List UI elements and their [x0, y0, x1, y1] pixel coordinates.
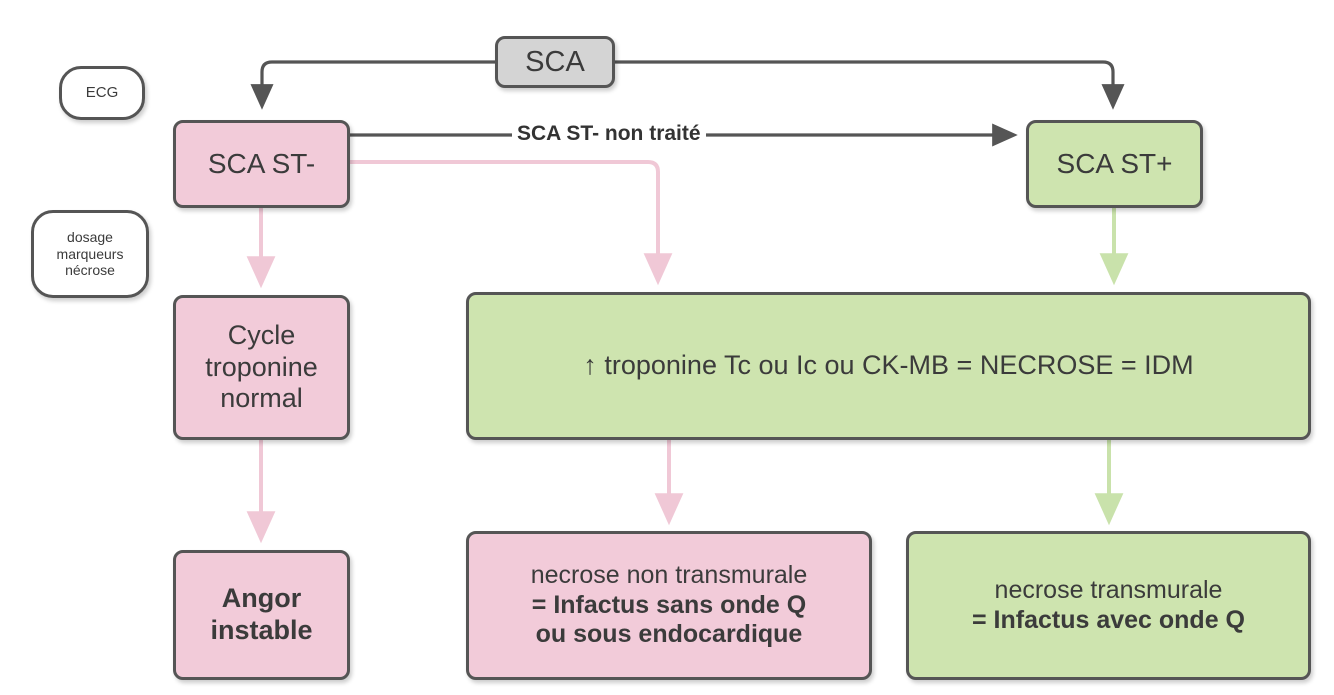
non-transmural-line-2: = Infactus sans onde Q — [531, 590, 807, 619]
node-angor-label: Angor instable — [176, 583, 347, 647]
stage-label-dosage-text: dosage marqueurs nécrose — [34, 229, 146, 279]
node-cycle-troponine-normal[interactable]: Cycle troponine normal — [173, 295, 350, 440]
stage-label-dosage: dosage marqueurs nécrose — [31, 210, 149, 298]
node-sca-st-minus[interactable]: SCA ST- — [173, 120, 350, 208]
cycle-line-3: normal — [220, 383, 303, 414]
cycle-line-1: Cycle — [227, 319, 296, 350]
stage-label-ecg-text: ECG — [85, 84, 119, 102]
node-angor-instable[interactable]: Angor instable — [173, 550, 350, 680]
node-sca-st-plus[interactable]: SCA ST+ — [1026, 120, 1203, 208]
edge-sca-to-st-minus — [250, 60, 495, 110]
node-necrose-transmurale-label: necrose transmurale = Infactus avec onde… — [909, 576, 1308, 635]
node-necrose-non-transmurale-label: necrose non transmurale = Infactus sans … — [469, 561, 869, 650]
node-sca[interactable]: SCA — [495, 36, 615, 88]
node-necrose-non-transmurale[interactable]: necrose non transmurale = Infactus sans … — [466, 531, 872, 680]
non-transmural-line-1: necrose non transmurale — [530, 561, 808, 590]
node-necrose-transmurale[interactable]: necrose transmurale = Infactus avec onde… — [906, 531, 1311, 680]
node-sca-st-minus-label: SCA ST- — [207, 148, 316, 180]
edge-st-minus-to-necrosis — [350, 160, 673, 286]
dosage-line-1: dosage — [67, 229, 113, 246]
angor-line-2: instable — [210, 615, 313, 645]
non-transmural-line-3: ou sous endocardique — [535, 620, 803, 649]
node-cycle-label: Cycle troponine normal — [176, 320, 347, 416]
dosage-line-3: nécrose — [65, 262, 115, 279]
node-necrose-idm-label: ↑ troponine Tc ou Ic ou CK-MB = NECROSE … — [583, 350, 1194, 381]
stage-label-ecg: ECG — [59, 66, 145, 120]
node-necrose-idm[interactable]: ↑ troponine Tc ou Ic ou CK-MB = NECROSE … — [466, 292, 1311, 440]
cycle-line-2: troponine — [205, 351, 318, 382]
edge-sca-to-st-plus — [615, 60, 1125, 110]
transmural-line-1: necrose transmurale — [994, 576, 1223, 604]
angor-line-1: Angor — [221, 583, 302, 614]
node-sca-label: SCA — [525, 45, 585, 78]
node-sca-st-plus-label: SCA ST+ — [1056, 148, 1173, 180]
edge-label-sca-st-minus-non-traite: SCA ST- non traité — [512, 122, 706, 146]
dosage-line-2: marqueurs — [56, 245, 124, 262]
transmural-line-2: = Infactus avec onde Q — [971, 605, 1245, 634]
